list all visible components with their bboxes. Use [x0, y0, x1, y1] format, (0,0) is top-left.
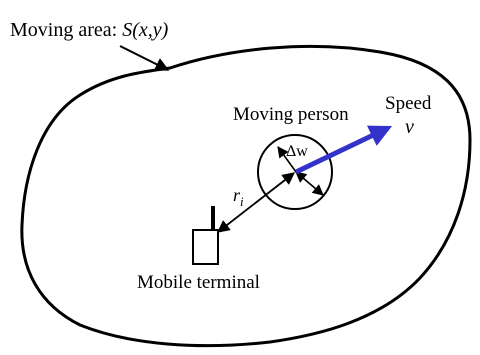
mobile-terminal-body	[192, 229, 219, 265]
speed-symbol: v	[405, 116, 414, 138]
distance-ri-arrow	[217, 172, 295, 233]
distance-i-subscript: i	[240, 194, 244, 209]
mobile-terminal-label: Mobile terminal	[137, 272, 260, 293]
speed-label: Speed	[385, 93, 432, 114]
moving-area-symbol-args: (x,y)	[132, 19, 168, 41]
moving-area-symbol-s: S	[122, 19, 132, 41]
moving-area-text: Moving area:	[10, 19, 122, 41]
delta-w-label: Δw	[286, 143, 308, 160]
moving-area-label: Moving area: S(x,y)	[10, 19, 169, 41]
moving-person-label: Moving person	[233, 104, 349, 125]
speed-vector-arrow	[294, 125, 393, 175]
delta-w-symbol: Δw	[286, 143, 308, 160]
delta-w-radius-arrow	[295, 171, 324, 196]
moving-person-circle	[257, 134, 333, 210]
delta-w-radius-arrow-upper	[277, 146, 297, 173]
distance-ri-label: ri	[233, 185, 244, 209]
moving-area-boundary	[20, 44, 472, 348]
distance-r-symbol: r	[233, 185, 241, 205]
moving-area-pointer-arrow	[119, 45, 170, 71]
